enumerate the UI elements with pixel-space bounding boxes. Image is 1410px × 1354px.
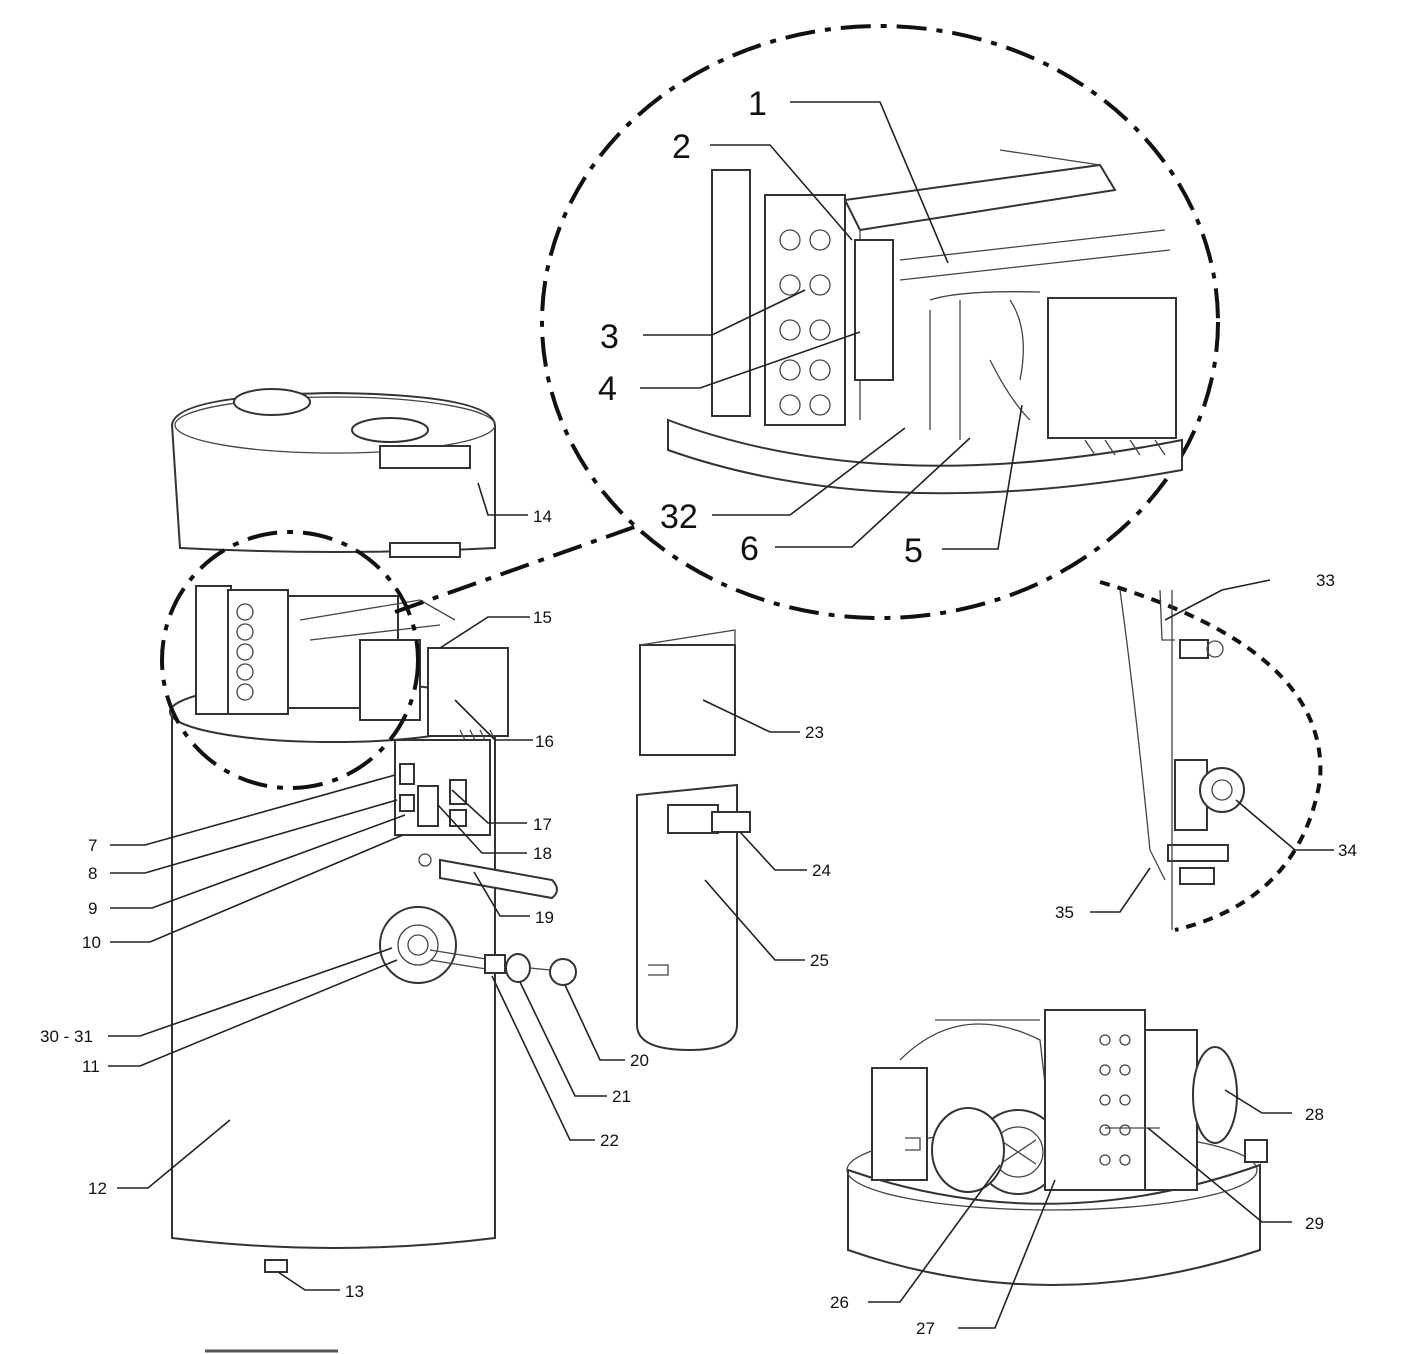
callout-33: 33 <box>1316 571 1335 590</box>
callout-16: 16 <box>535 732 554 751</box>
callout-28: 28 <box>1305 1105 1324 1124</box>
callout-3: 3 <box>600 318 619 356</box>
detail-connector <box>394 523 641 614</box>
callout-26: 26 <box>830 1293 849 1312</box>
callout-6: 6 <box>740 530 759 568</box>
callout-27: 27 <box>916 1319 935 1338</box>
callout-12: 12 <box>88 1179 107 1198</box>
callout-13: 13 <box>345 1282 364 1301</box>
callout-2: 2 <box>672 128 691 166</box>
callout-25: 25 <box>810 951 829 970</box>
callout-11: 11 <box>82 1057 100 1076</box>
inner-compressor-unit <box>195 585 509 741</box>
callout-24: 24 <box>812 861 831 880</box>
callout-5: 5 <box>904 532 923 570</box>
callout-19: 19 <box>535 908 554 927</box>
callout-1: 1 <box>748 85 767 123</box>
tank-body <box>171 711 496 1249</box>
callout-7: 7 <box>88 836 97 855</box>
callout-17: 17 <box>533 815 552 834</box>
detail-circle-large <box>540 24 1220 620</box>
callout-29: 29 <box>1305 1214 1324 1233</box>
callout-34: 34 <box>1338 841 1357 860</box>
detail-circle-small <box>160 530 420 790</box>
callout-4: 4 <box>598 370 617 408</box>
callout-32: 32 <box>660 498 698 536</box>
callout-21: 21 <box>612 1087 631 1106</box>
callout-30-31: 30 - 31 <box>40 1027 93 1046</box>
callout-18: 18 <box>533 844 552 863</box>
callout-8: 8 <box>88 864 97 883</box>
callout-20: 20 <box>630 1051 649 1070</box>
compressor-unit <box>846 1009 1268 1286</box>
callout-10: 10 <box>82 933 101 952</box>
callout-labels: 1 2 3 4 32 6 5 14 15 16 17 18 19 7 8 9 1… <box>40 85 1357 1338</box>
access-panels <box>636 629 751 1052</box>
callout-15: 15 <box>533 608 552 627</box>
tank-assembly <box>169 388 577 1273</box>
callout-22: 22 <box>600 1131 619 1150</box>
callout-14: 14 <box>533 507 552 526</box>
pump-detail <box>1119 589 1245 930</box>
leader-lines <box>108 101 1334 1329</box>
callout-9: 9 <box>88 899 97 918</box>
callout-23: 23 <box>805 723 824 742</box>
top-cover <box>170 391 496 553</box>
callout-35: 35 <box>1055 903 1074 922</box>
detail-evaporator <box>667 149 1183 495</box>
detail-circle-pump <box>1099 580 1323 932</box>
